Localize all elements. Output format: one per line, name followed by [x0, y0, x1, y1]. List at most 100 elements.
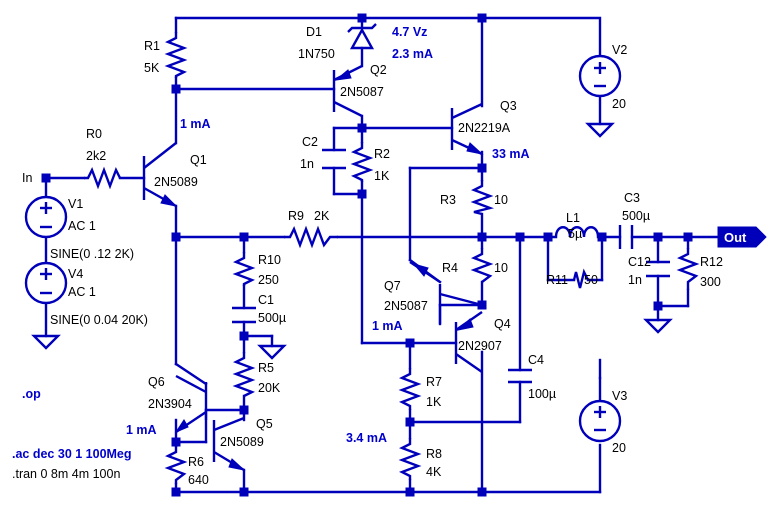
ac-directive: .ac dec 30 1 100Meg	[12, 447, 132, 461]
v1-value: AC 1	[68, 219, 96, 233]
q1-current-note: 1 mA	[180, 117, 211, 131]
l1-ref: L1	[566, 211, 580, 225]
tran-directive: .tran 0 8m 4m 100n	[12, 467, 120, 481]
c12-value: 1n	[628, 273, 642, 287]
v2-value: 20	[612, 97, 626, 111]
r6-ref: R6	[188, 455, 204, 469]
r11-ref: R11	[546, 273, 568, 287]
q5-ref: Q5	[256, 417, 273, 431]
r12-resistor	[676, 248, 700, 290]
c3-capacitor	[618, 225, 634, 249]
v4-ref: V4	[68, 267, 83, 281]
r1-resistor	[164, 32, 188, 78]
q7-current-note: 1 mA	[372, 319, 403, 333]
r9-resistor	[284, 225, 338, 249]
c1-ref: C1	[258, 293, 274, 307]
r8-value: 4K	[426, 465, 442, 479]
q1-value: 2N5089	[154, 175, 198, 189]
l1-inductor	[548, 226, 602, 239]
v4-source	[24, 261, 68, 305]
r3-resistor	[470, 180, 495, 216]
r12-ref: R12	[700, 255, 723, 269]
q5-value: 2N5089	[220, 435, 264, 449]
q4-value: 2N2907	[458, 339, 502, 353]
q3-current-note: 33 mA	[492, 147, 530, 161]
v1-source	[24, 195, 68, 239]
r6-resistor	[164, 446, 188, 484]
in-port-label: In	[22, 171, 32, 185]
c3-value: 500µ	[622, 209, 650, 223]
q4-pnp-transistor	[454, 311, 483, 373]
d1-zener-diode	[347, 23, 377, 50]
component-labels: R1 5K R0 2k2 D1 1N750 Q2 2N5087 Q1 2N508…	[50, 25, 723, 487]
v2-source	[578, 54, 622, 98]
r1-value: 5K	[144, 61, 160, 75]
r8-ref: R8	[426, 447, 442, 461]
c4-value: 100µ	[528, 387, 556, 401]
q6-npn-transistor	[174, 374, 208, 434]
ground-icon	[585, 122, 615, 138]
r0-value: 2k2	[86, 149, 106, 163]
c12-capacitor	[646, 260, 670, 278]
q6-value: 2N3904	[148, 397, 192, 411]
r7-value: 1K	[426, 395, 442, 409]
r10-ref: R10	[258, 253, 281, 267]
q3-value: 2N2219A	[458, 121, 511, 135]
q7-pnp-transistor	[409, 261, 483, 324]
r3-ref: R3	[440, 193, 456, 207]
q1-ref: Q1	[190, 153, 207, 167]
r11-value: 50	[584, 273, 598, 287]
v3-source	[578, 399, 622, 443]
r0-resistor	[84, 166, 122, 190]
r4-resistor	[470, 248, 494, 283]
c3-ref: C3	[624, 191, 640, 205]
r12-value: 300	[700, 275, 721, 289]
spice-directives: .op .ac dec 30 1 100Meg .tran 0 8m 4m 10…	[12, 387, 132, 481]
c12-ref: C12	[628, 255, 651, 269]
r0-ref: R0	[86, 127, 102, 141]
v2-ref: V2	[612, 43, 627, 57]
zener-voltage-note: 4.7 Vz	[392, 25, 427, 39]
r7-resistor	[398, 368, 422, 410]
d1-value: 1N750	[298, 47, 335, 61]
ground-icon	[31, 334, 61, 350]
ground-icon	[257, 344, 287, 360]
v1-spec: SINE(0 .12 2K)	[50, 247, 134, 261]
c1-capacitor	[232, 306, 256, 324]
r1-ref: R1	[144, 39, 160, 53]
r5-ref: R5	[258, 361, 274, 375]
q4-ref: Q4	[494, 317, 511, 331]
r6-value: 640	[188, 473, 209, 487]
c2-value: 1n	[300, 157, 314, 171]
c2-ref: C2	[302, 135, 318, 149]
q2-value: 2N5087	[340, 85, 384, 99]
q3-npn-transistor	[450, 102, 484, 156]
ground-icon	[643, 318, 673, 334]
c4-ref: C4	[528, 353, 544, 367]
q5-npn-transistor	[212, 416, 246, 472]
c2-capacitor	[322, 148, 346, 170]
r5-value: 20K	[258, 381, 281, 395]
r8-resistor	[398, 438, 422, 480]
v4-value: AC 1	[68, 285, 96, 299]
v3-value: 20	[612, 441, 626, 455]
l1-value: 5µ	[568, 227, 582, 241]
q7-value: 2N5087	[384, 299, 428, 313]
d1-ref: D1	[306, 25, 322, 39]
v3-ref: V3	[612, 389, 627, 403]
q2-ref: Q2	[370, 63, 387, 77]
r3-value: 10	[494, 193, 508, 207]
r11-resistor	[572, 268, 590, 289]
q2-pnp-transistor	[332, 64, 363, 118]
out-port: Out	[717, 226, 767, 248]
r9-ref: R9	[288, 209, 304, 223]
v4-spec: SINE(0 0.04 20K)	[50, 313, 148, 327]
wires	[44, 16, 720, 494]
r10-value: 250	[258, 273, 279, 287]
q6-current-note: 1 mA	[126, 423, 157, 437]
op-directive: .op	[22, 387, 41, 401]
r10-resistor	[232, 252, 256, 286]
operating-point-annotations: 4.7 Vz 2.3 mA 1 mA 33 mA 1 mA 1 mA 3.4 m…	[126, 25, 530, 445]
r2-ref: R2	[374, 147, 390, 161]
